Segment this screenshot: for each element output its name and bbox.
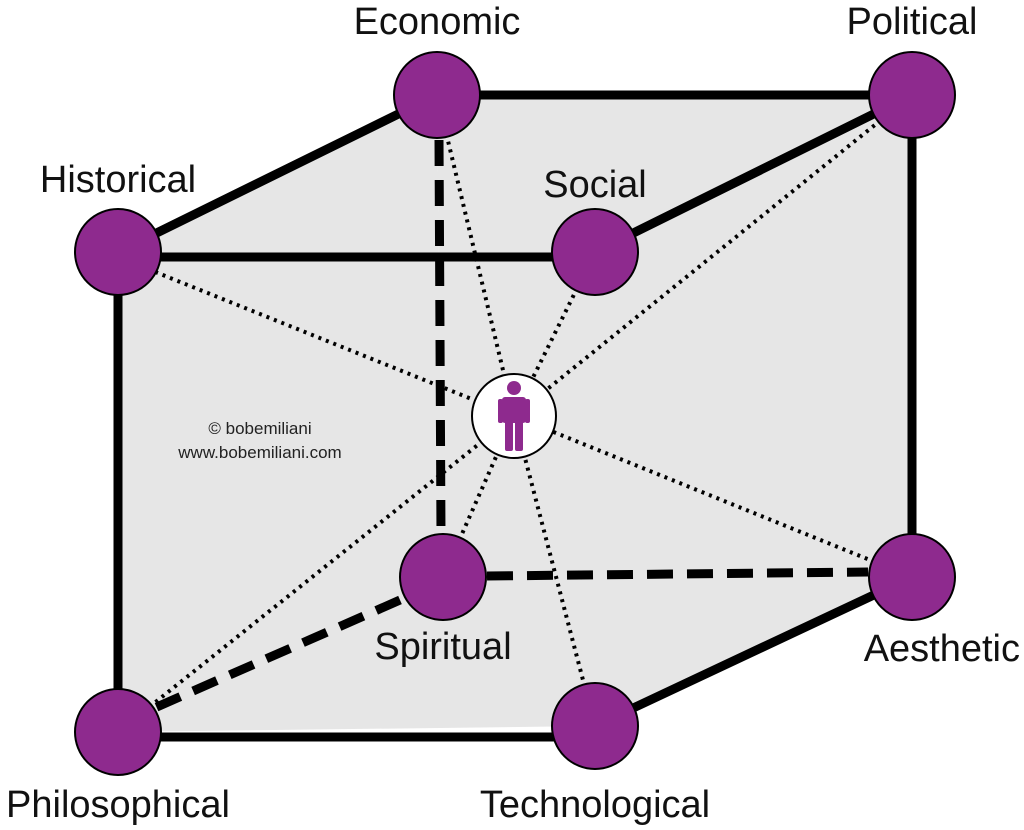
label-historical: Historical <box>40 159 196 201</box>
edge-spiritual-aesthetic <box>486 567 869 581</box>
edge-spiritual-philosophical <box>148 595 402 715</box>
label-social: Social <box>543 164 647 206</box>
spoke-technological <box>512 415 597 727</box>
credit: © bobemiliani www.bobemiliani.com <box>177 419 341 462</box>
edge-historical-economic <box>113 90 442 257</box>
node-political <box>868 51 956 139</box>
node-social <box>551 208 639 296</box>
node-historical <box>74 208 162 296</box>
node-labels: Economic Political Historical Social Spi… <box>6 1 1020 826</box>
node-technological <box>551 682 639 770</box>
label-spiritual: Spiritual <box>374 626 511 668</box>
node-economic <box>393 51 481 139</box>
solid-edges <box>113 90 917 742</box>
person-icon <box>498 381 530 451</box>
edge-technological-aesthetic <box>590 572 917 731</box>
label-technological: Technological <box>480 784 710 826</box>
node-spiritual <box>399 533 487 621</box>
label-aesthetic: Aesthetic <box>864 628 1020 670</box>
label-economic: Economic <box>354 1 521 43</box>
label-philosophical: Philosophical <box>6 784 230 826</box>
credit-line-2: www.bobemiliani.com <box>177 443 341 462</box>
node-philosophical <box>74 688 162 776</box>
node-aesthetic <box>868 533 956 621</box>
spoke-political <box>512 93 914 418</box>
edge-economic-spiritual <box>434 139 446 536</box>
dashed-edges <box>148 139 869 715</box>
credit-line-1: © bobemiliani <box>208 419 311 438</box>
center-person <box>471 373 557 459</box>
edge-social-political <box>590 90 917 257</box>
nodes <box>74 51 956 776</box>
label-political: Political <box>847 1 978 43</box>
